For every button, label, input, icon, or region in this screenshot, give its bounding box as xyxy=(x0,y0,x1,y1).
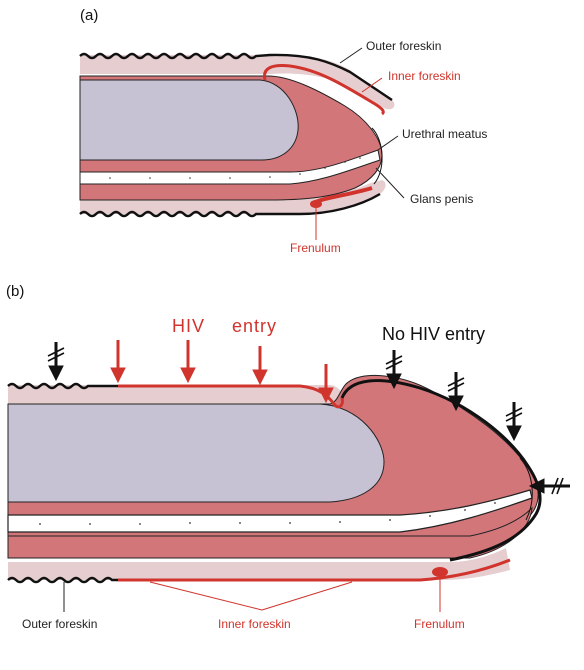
meatus-arc-b xyxy=(519,457,533,521)
leader-inner-foreskin-a xyxy=(361,77,383,93)
label-frenulum-a: Frenulum xyxy=(290,241,341,255)
lower-tissue-b xyxy=(7,506,533,559)
hiv-arrow-3-head xyxy=(252,369,268,386)
hiv-word: HIV xyxy=(172,316,205,336)
blocked-arrow-1-slash-b xyxy=(47,352,65,362)
blocked-arrow-2-slash-a xyxy=(385,355,403,365)
label-frenulum-b: Frenulum xyxy=(414,617,465,631)
inner-foreskin-top-b xyxy=(118,384,344,409)
urethra-a xyxy=(79,149,381,185)
blocked-arrow-4-head xyxy=(506,425,522,442)
label-inner-foreskin-a: Inner foreskin xyxy=(388,69,461,83)
outer-contour-bottom-b xyxy=(7,576,118,584)
urethra-dots-b xyxy=(39,502,496,525)
entry-word: entry xyxy=(232,316,277,336)
upper-skin-strip-b xyxy=(8,385,346,408)
blocked-arrow-3-head xyxy=(448,395,464,412)
blocked-arrow-5-slash-b xyxy=(556,477,564,495)
panel-b-tag: (b) xyxy=(6,283,24,300)
blocked-arrow-4-slash-a xyxy=(505,407,523,417)
shaft-body-a xyxy=(79,79,299,161)
leader-inner-foreskin-b-2 xyxy=(261,581,353,611)
shaft-body-b xyxy=(7,403,385,503)
lower-outer-contour xyxy=(79,192,381,218)
meatus-arc-a xyxy=(371,127,383,185)
blocked-arrow-1-head xyxy=(48,365,64,382)
blocked-arrow-2-slash-b xyxy=(385,360,403,370)
blocked-arrow-5-slash-a xyxy=(551,477,559,495)
hiv-arrow-1-head xyxy=(110,367,126,384)
glans-contour-b xyxy=(340,379,542,562)
upper-foreskin-band xyxy=(80,54,395,110)
leader-glans-a xyxy=(375,167,405,199)
label-glans-penis-a: Glans penis xyxy=(410,192,473,206)
lower-skin-strip-b xyxy=(8,548,510,580)
hiv-entry-arrows xyxy=(110,340,334,404)
urethra-dots-a xyxy=(109,157,361,179)
leader-urethral-meatus-a xyxy=(377,135,399,151)
blocked-arrow-2-head xyxy=(386,373,402,390)
upper-outer-contour xyxy=(79,52,393,101)
outer-contour-top-b xyxy=(7,382,118,390)
label-inner-foreskin-b: Inner foreskin xyxy=(218,617,291,631)
panel-b: (b) HIV entry No HIV entry xyxy=(6,283,570,631)
blocked-arrow-1-slash-a xyxy=(47,347,65,357)
blocked-arrow-3-slash-b xyxy=(447,382,465,392)
panel-a: (a) Ou xyxy=(79,7,487,255)
inner-foreskin-upper xyxy=(262,64,385,116)
blocked-arrow-5-head xyxy=(528,478,545,494)
leader-outer-foreskin-a xyxy=(339,47,363,64)
panel-a-tag: (a) xyxy=(80,7,98,24)
label-outer-foreskin-b: Outer foreskin xyxy=(22,617,97,631)
no-hiv-entry-title: No HIV entry xyxy=(382,324,485,344)
label-urethral-meatus-a: Urethral meatus xyxy=(402,127,487,141)
blocked-arrow-3-slash-a xyxy=(447,377,465,387)
blocked-arrows xyxy=(47,342,570,495)
leader-inner-foreskin-b-1 xyxy=(149,581,263,611)
inner-foreskin-bottom-b xyxy=(118,558,511,582)
hiv-arrow-4-head xyxy=(318,387,334,404)
frenulum-dot-b xyxy=(432,567,448,577)
frenulum-dot-a xyxy=(310,200,322,208)
label-outer-foreskin-a: Outer foreskin xyxy=(366,39,441,53)
blocked-arrow-4-slash-b xyxy=(505,412,523,422)
hiv-arrow-2-head xyxy=(180,367,196,384)
